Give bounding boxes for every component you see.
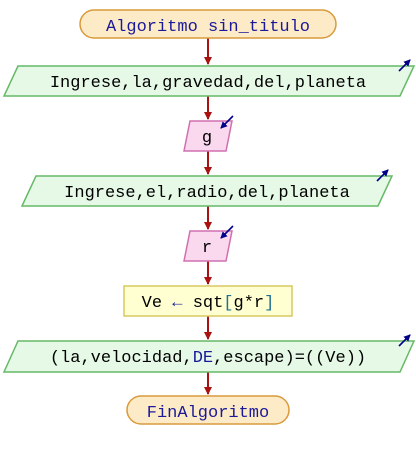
input-label-g: g bbox=[202, 129, 212, 148]
process-block-assign-ve[interactable]: Ve ← sqt[g*r] bbox=[123, 285, 293, 317]
start-label: Algoritmo sin_titulo bbox=[106, 18, 310, 37]
process-expression: Ve ← sqt[g*r] bbox=[142, 294, 275, 313]
output-arrow-icon bbox=[376, 169, 389, 182]
assign-arrow-icon: ← bbox=[172, 294, 183, 313]
input-arrow-icon bbox=[220, 115, 234, 129]
output-arrow-icon bbox=[398, 334, 411, 347]
process-target: Ve bbox=[142, 294, 162, 313]
start-terminal[interactable]: Algoritmo sin_titulo bbox=[79, 9, 337, 39]
process-function: sqt bbox=[193, 294, 224, 313]
input-arrow-icon bbox=[220, 225, 234, 239]
end-label: FinAlgoritmo bbox=[147, 404, 269, 423]
output-keyword: DE bbox=[193, 349, 213, 368]
output-label-radius-prompt: Ingrese,el,radio,del,planeta bbox=[64, 184, 350, 203]
input-block-g[interactable]: g bbox=[183, 115, 234, 152]
output-part2: ,escape)=((Ve)) bbox=[213, 349, 366, 368]
end-terminal[interactable]: FinAlgoritmo bbox=[126, 395, 290, 425]
output-block-escape-velocity[interactable]: (la,velocidad,DE,escape)=((Ve)) bbox=[2, 334, 416, 373]
output-label-gravity-prompt: Ingrese,la,gravedad,del,planeta bbox=[50, 74, 366, 93]
process-operand: g*r bbox=[234, 294, 265, 313]
output-part1: (la,velocidad, bbox=[50, 349, 193, 368]
process-bracket-open: [ bbox=[223, 294, 233, 313]
output-block-gravity-prompt[interactable]: Ingrese,la,gravedad,del,planeta bbox=[2, 59, 416, 97]
output-block-radius-prompt[interactable]: Ingrese,el,radio,del,planeta bbox=[20, 169, 394, 207]
output-arrow-icon bbox=[398, 59, 411, 72]
input-label-r: r bbox=[202, 239, 212, 258]
process-bracket-close: ] bbox=[264, 294, 274, 313]
output-label-escape-velocity: (la,velocidad,DE,escape)=((Ve)) bbox=[50, 349, 366, 368]
input-block-r[interactable]: r bbox=[183, 225, 234, 262]
